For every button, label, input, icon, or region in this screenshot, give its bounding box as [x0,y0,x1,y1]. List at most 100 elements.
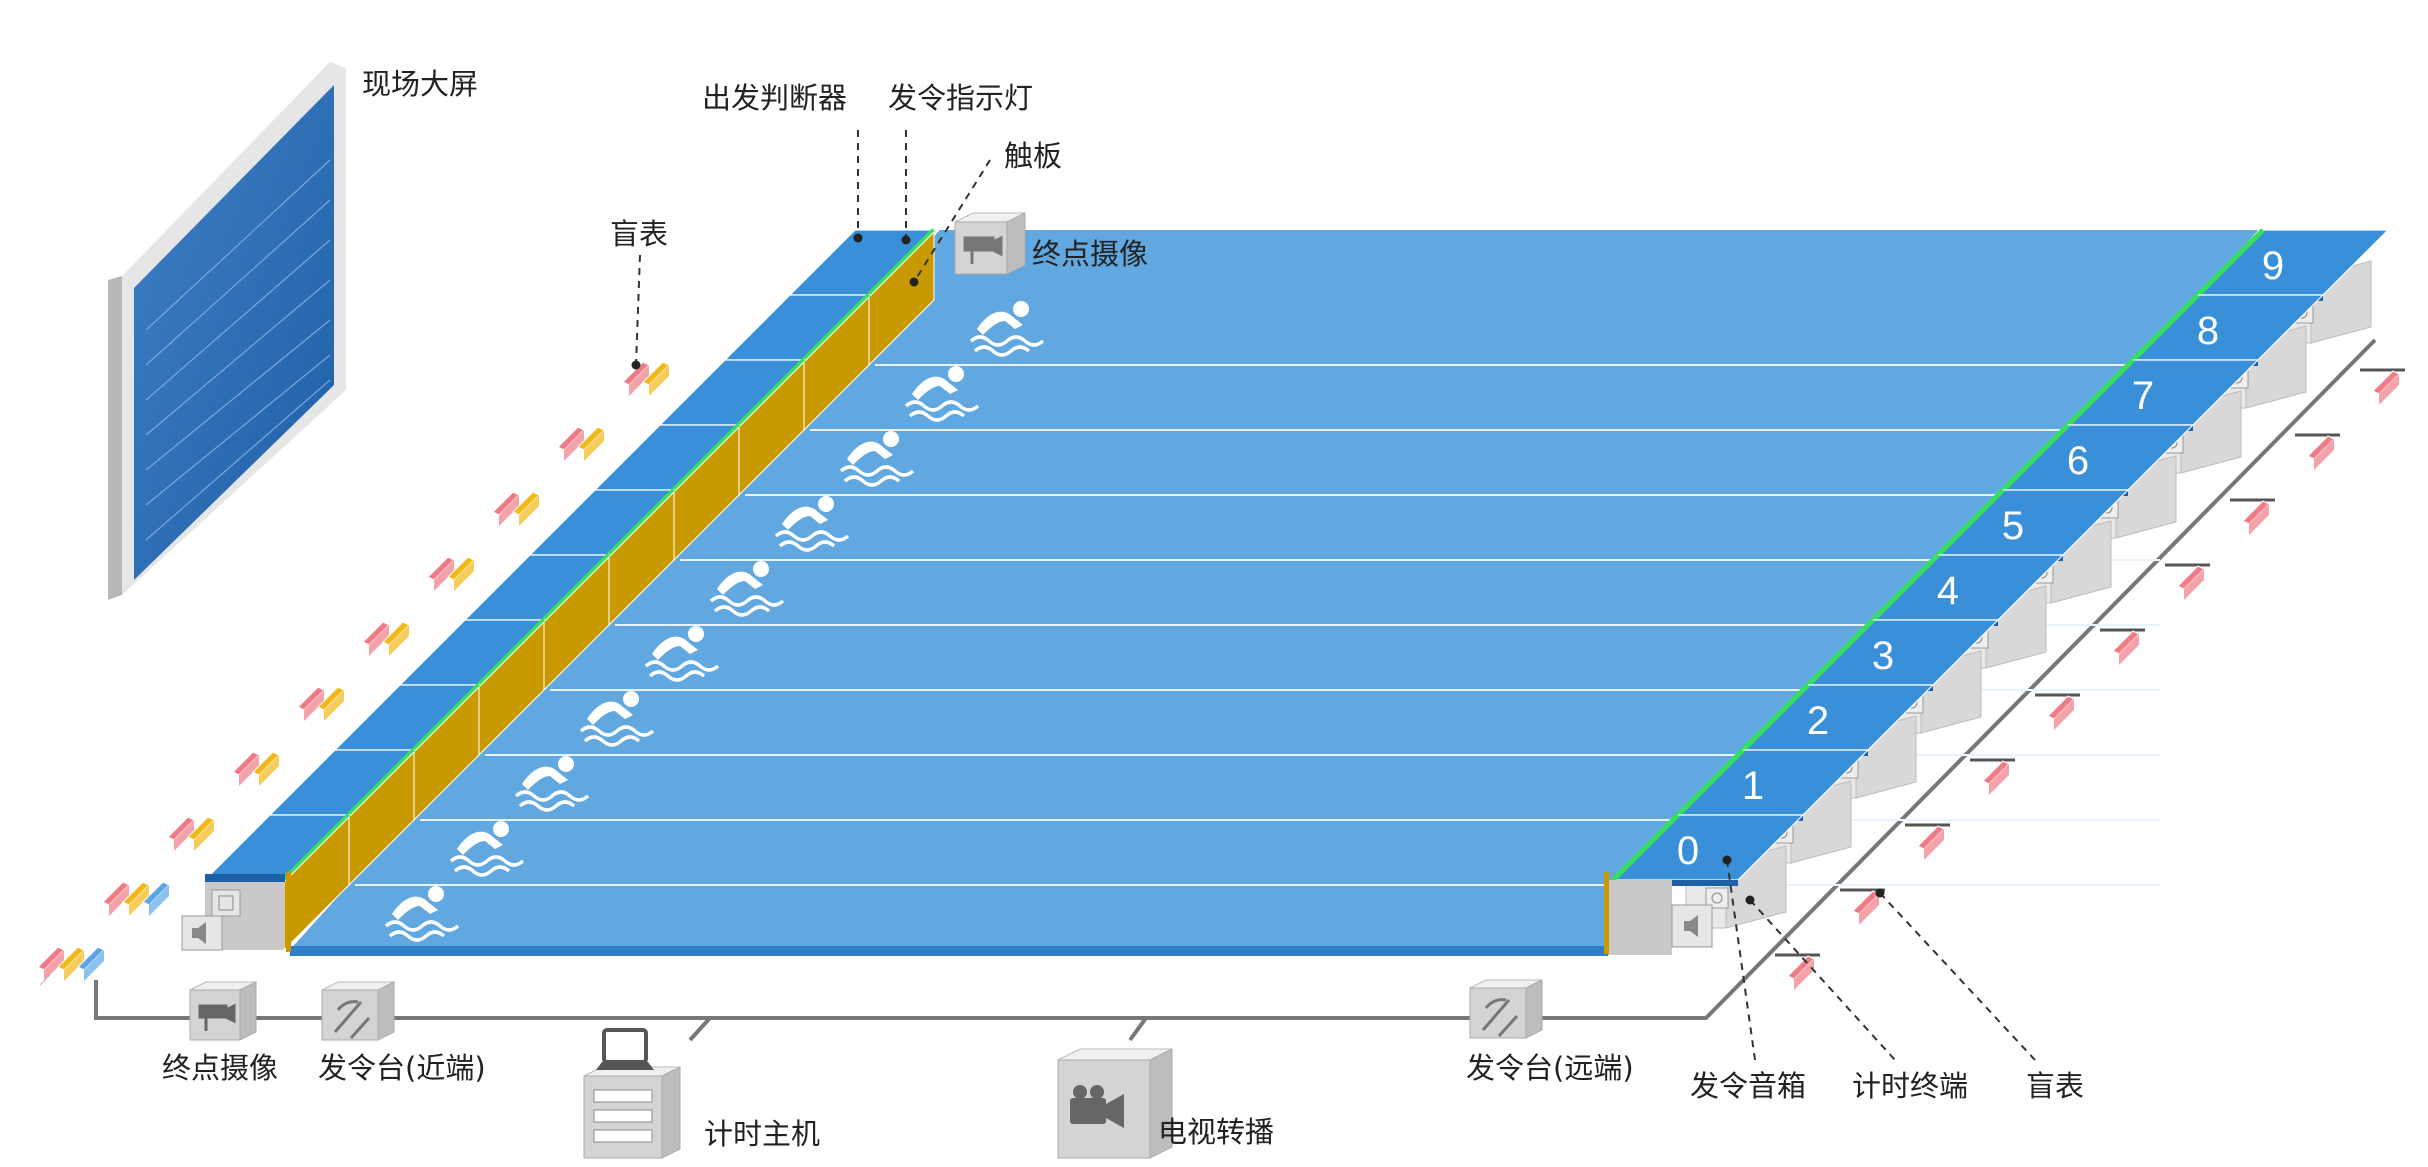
computer-icon [596,1028,654,1070]
blind-watch-icon [512,491,540,526]
blind-watch-icon [187,816,215,851]
start-light-strip [347,748,416,817]
label-starter-near: 发令台(近端) [318,1051,486,1085]
computer-icon [583,1066,681,1159]
leader-lines [635,130,2036,1061]
start-light-strip [1936,488,2005,557]
lane-number: 2 [1807,699,1829,743]
label-start-judge: 出发判断器 [702,81,848,115]
swimmer-icon [449,821,525,877]
swimmer-icon [709,561,785,617]
blind-watch-icon [57,946,85,981]
blind-watch-icon [2372,370,2400,405]
blind-watch-icon [1982,760,2010,795]
label-start-speaker: 发令音箱 [1690,1069,1807,1103]
chip-icon [211,889,241,917]
blind-watch-icon [492,491,520,526]
devices [189,212,1543,1159]
label-starter-far: 发令台(远端) [1466,1051,1634,1085]
lane-number: 9 [2262,244,2284,288]
blind-watch-icon [447,556,475,591]
blind-watch-icon [1852,890,1880,925]
lane-number: 3 [1872,634,1894,678]
blind-watch-icon [77,946,105,981]
speaker-icon [1671,904,1713,948]
lane-number: 7 [2132,374,2154,418]
blind-watch-icon [252,751,280,786]
start-light-strip [737,358,806,427]
speaker-icon [181,915,223,951]
lane-number: 8 [2197,309,2219,353]
start-light-strip [867,228,936,297]
blind-watch-icon [2177,565,2205,600]
start-wall-left [181,228,936,952]
blind-watch-icon [232,751,260,786]
start-light-strip [2001,423,2070,492]
leader-dots [631,233,1885,905]
start-light-strip [802,293,871,362]
blind-watch-icon [427,556,455,591]
blind-watch-icon [297,686,325,721]
camera-icon [189,981,257,1041]
blind-watch-icon [642,361,670,396]
swimmer-icon [644,626,720,682]
label-blind-watch-right: 盲表 [2026,1069,2085,1103]
camera-icon [954,212,1026,275]
start-light-strip [1806,618,1875,687]
start-light-strip [1871,553,1940,622]
blind-watch-icon [2047,695,2075,730]
label-big-screen: 现场大屏 [362,67,479,101]
blind-watch-icon [37,946,65,981]
swimmer-icon [839,431,915,487]
swimmer-icon [384,886,460,942]
start-light-strip [607,488,676,557]
start-light-strip [477,618,546,687]
label-finish-camera-top: 终点摄像 [1032,237,1149,271]
start-light-strip [2066,358,2135,427]
blind-watch-row-right [1787,370,2400,990]
swimmer-icon [774,496,850,552]
blind-watch-icon [2112,630,2140,665]
lane-number: 1 [1742,764,1764,808]
label-tv-broadcast: 电视转播 [1158,1115,1275,1149]
label-timing-terminal: 计时终端 [1852,1069,1969,1103]
start-light-strip [2196,228,2265,297]
blind-watch-icon [557,426,585,461]
start-light-strip [1741,683,1810,752]
blind-watch-icon [362,621,390,656]
label-finish-camera-bottom: 终点摄像 [162,1051,279,1085]
blind-watch-icon [317,686,345,721]
blind-watch-icon [1787,955,1815,990]
start-light-strip [672,423,741,492]
swimmer-icon [904,366,980,422]
start-light-strip [2131,293,2200,362]
speaker-icon [321,981,395,1041]
blind-watch-icon [167,816,195,851]
lane-number: 6 [2067,439,2089,483]
lane-number: 4 [1937,569,1959,613]
swimmer-icon [579,691,655,747]
blind-watch-icon [1917,825,1945,860]
blind-watch-icon [142,881,170,916]
blind-watch-icon [122,881,150,916]
cable-network [94,338,2405,1042]
start-light-strip [282,813,351,882]
swimmer-icon [969,301,1045,357]
cable-main [94,338,2377,1020]
chip-icon [1705,887,1729,909]
blind-watch-icon [2307,435,2335,470]
label-start-light: 发令指示灯 [888,81,1034,115]
start-light-strip [542,553,611,622]
pool-edge [290,946,1608,956]
blind-watch-icon [382,621,410,656]
lane-number: 0 [1677,829,1699,873]
label-touch-pad: 触板 [1004,139,1063,173]
start-light-strip [412,683,481,752]
blind-watch-icon [102,881,130,916]
label-timing-host: 计时主机 [704,1117,821,1151]
blind-watch-row-left [37,361,670,986]
start-light-strip [1611,813,1680,882]
video-camera-icon [1057,1048,1173,1159]
